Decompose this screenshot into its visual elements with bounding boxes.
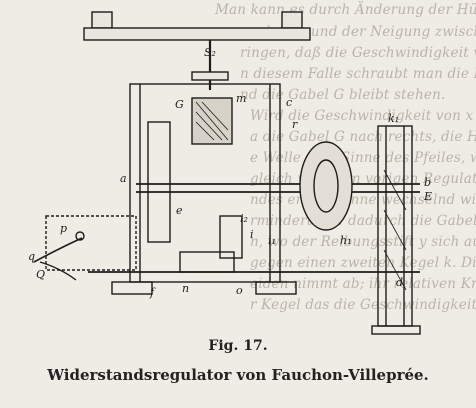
lower-lever	[39, 261, 77, 281]
right-foot	[371, 325, 421, 335]
label-f: f	[149, 286, 156, 299]
label-e: e	[176, 204, 183, 217]
label-Q: Q	[36, 268, 45, 281]
main-frame	[129, 83, 281, 283]
label-m: m	[236, 92, 246, 105]
background-text-line: eiden nimmt ab; ihr relativen Kräften ve…	[250, 276, 476, 292]
left-gear-column	[147, 121, 171, 243]
label-a: a	[120, 172, 127, 185]
right-knob	[281, 11, 303, 29]
background-text-line: ringen, daß die Geschwindigkeit von x im…	[240, 45, 476, 61]
background-text-line: Man kann es durch Änderung der Hülsenste…	[215, 2, 476, 18]
label-d: d	[396, 276, 403, 289]
middle-slider	[179, 251, 235, 273]
lever-pivot	[75, 231, 85, 241]
figure-caption: Widerstandsregulator von Fauchon-Villepr…	[47, 366, 429, 384]
center-foot	[255, 281, 297, 295]
label-c: c	[286, 96, 292, 109]
spindle-collar	[191, 71, 229, 81]
governor-disk	[299, 141, 353, 231]
label-r: r	[292, 118, 298, 131]
background-text-line: a die Gabel G nach rechts, die Hebel h u…	[250, 129, 476, 145]
regulator-drawing: S₂ G m c r k₁ a e b E h₁ p q i i₁ i₂ d Q…	[28, 11, 432, 335]
background-text-line: n diesem Falle schraubt man die Hülsen n…	[240, 66, 476, 82]
label-o: o	[236, 284, 243, 297]
label-i2: i₂	[240, 212, 248, 225]
figure-number: Fig. 17.	[208, 338, 268, 354]
lever-arm	[33, 237, 83, 263]
top-crossbar	[83, 27, 311, 41]
background-text-line: r Kegel das die Geschwindigkeit . u	[250, 297, 476, 313]
governor-hub	[313, 159, 339, 213]
label-q: q	[28, 250, 35, 263]
background-text-line: gegen einen zweiten Kegel k. Die Stellun…	[250, 255, 476, 271]
middle-block	[219, 215, 243, 259]
left-foot	[111, 281, 153, 295]
label-i: i	[250, 228, 254, 241]
gear-hatching	[195, 101, 229, 141]
label-i1: i₁	[268, 234, 276, 247]
background-text-line: Wird die Geschwindigkeit von x Achse u g…	[250, 108, 476, 124]
label-E: E	[423, 190, 432, 203]
label-k1: k₁	[388, 112, 399, 125]
label-S2: S₂	[204, 46, 216, 59]
label-p: p	[60, 222, 67, 235]
background-text-line: n, wo der Reibungsstift y sich auf dem R…	[250, 234, 476, 250]
label-n: n	[182, 282, 189, 295]
background-text-line: rmindert und dadurch die Gabel G nach li…	[250, 213, 476, 229]
right-frame-hatching	[383, 169, 407, 291]
right-frame	[377, 125, 413, 327]
label-G: G	[175, 98, 184, 111]
left-knob	[91, 11, 113, 29]
label-h1: h₁	[340, 234, 352, 247]
label-b: b	[424, 176, 431, 189]
background-text-line: nd die Gabel G bleibt stehen.	[240, 87, 446, 103]
lever-housing	[45, 215, 137, 271]
